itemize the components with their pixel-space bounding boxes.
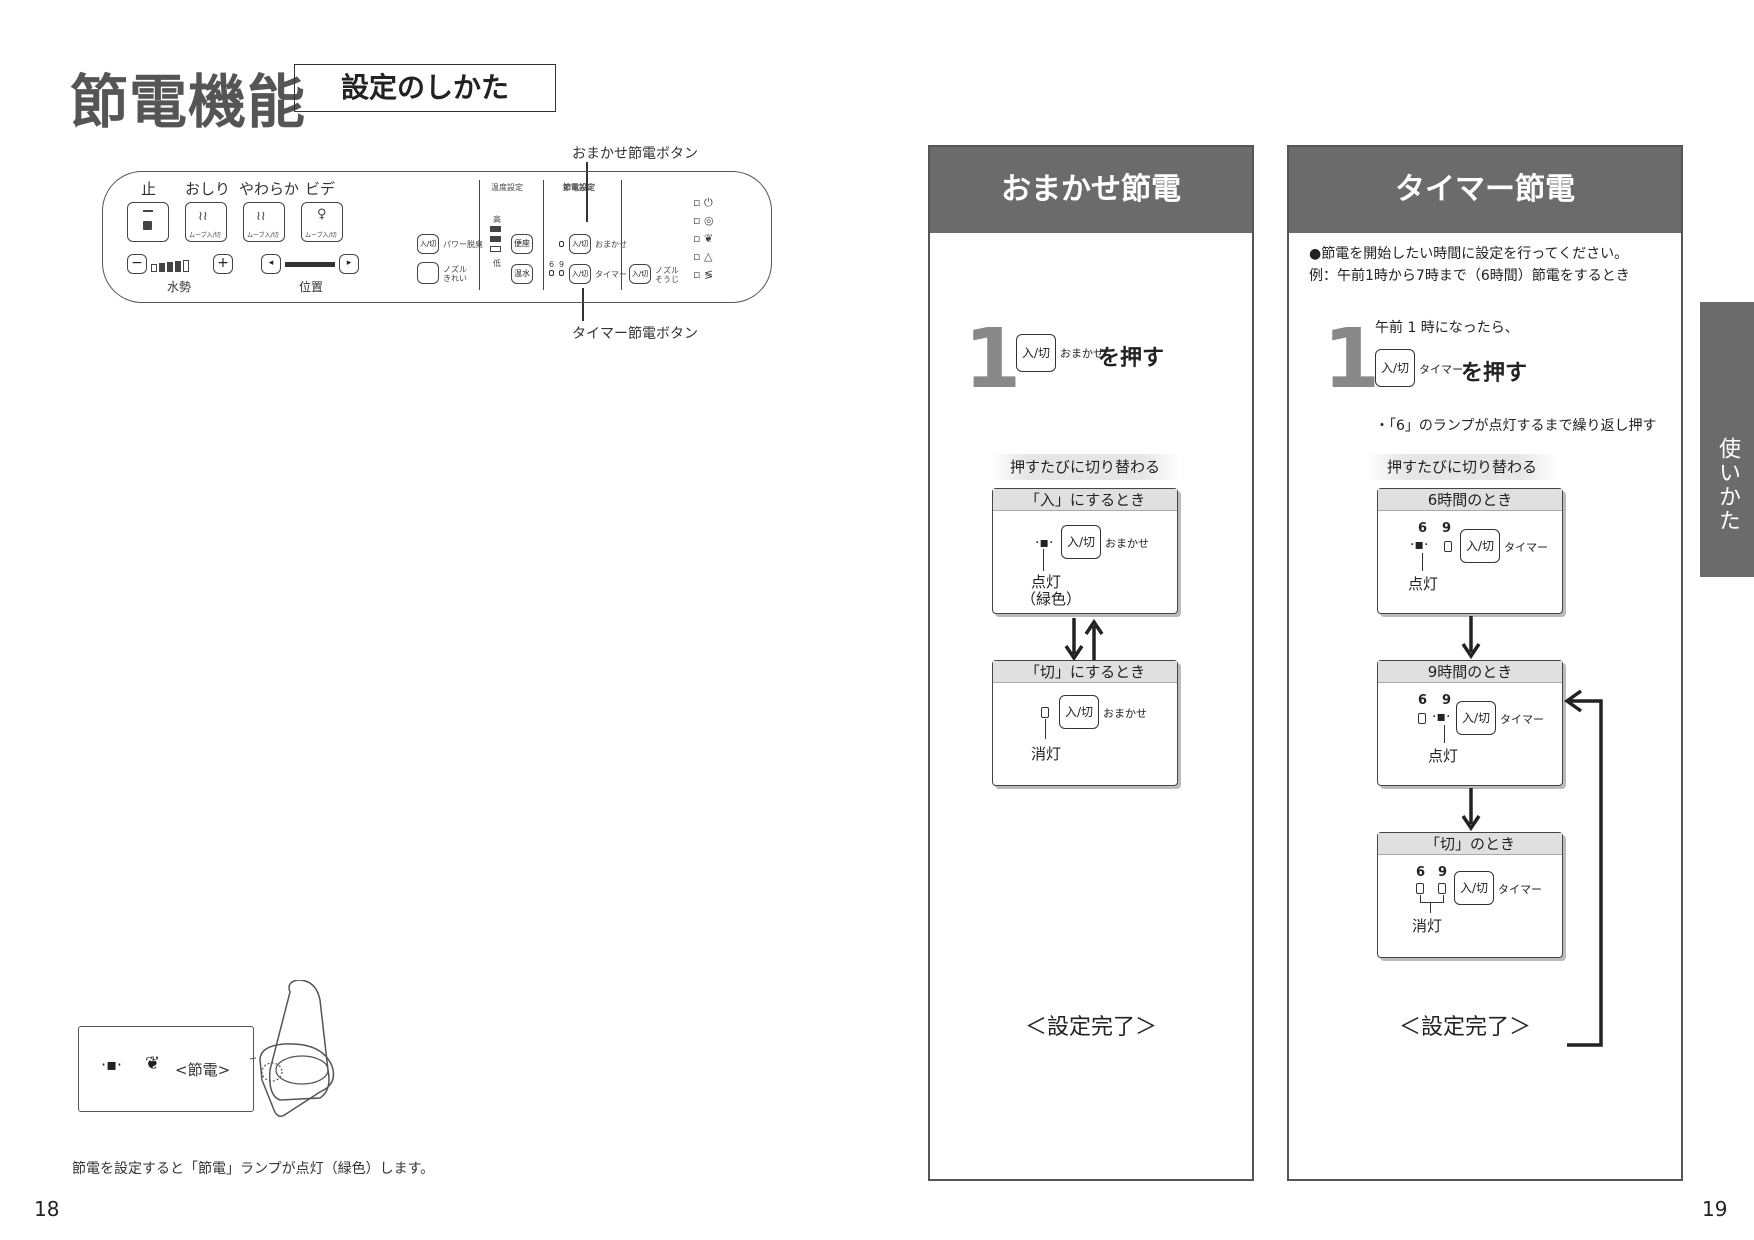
nozzle-clean-button[interactable] bbox=[417, 262, 439, 284]
drop-icon: ▫ △ bbox=[693, 250, 713, 263]
leaf-icon: ❦ bbox=[145, 1053, 161, 1074]
lamp-label: <節電> bbox=[175, 1061, 231, 1079]
down-arrow bbox=[1461, 788, 1481, 832]
soft-wash-icon: ≀≀ bbox=[256, 209, 266, 224]
lit-lamp-icon: ·▪· bbox=[101, 1055, 123, 1074]
off-state-box: 「切」にするとき 入/切 おまかせ 消灯 bbox=[992, 660, 1178, 786]
unlit-lamp bbox=[1416, 883, 1424, 894]
lamp-inset-box: ·▪· ❦ <節電> bbox=[78, 1026, 254, 1112]
unlit-lamp bbox=[1444, 541, 1452, 552]
nine-hour-state-box: 9時間のとき 6 9 ·▪· 入/切 タイマー 点灯 bbox=[1377, 660, 1563, 786]
water-label: 水勢 bbox=[167, 280, 192, 294]
stop-label: 止 bbox=[141, 180, 157, 198]
water-level-indicator bbox=[151, 260, 189, 272]
unlit-lamp bbox=[1438, 883, 1446, 894]
omakase-header: おまかせ節電 bbox=[930, 147, 1252, 233]
timer-header: タイマー節電 bbox=[1289, 147, 1681, 233]
timer-callout-line bbox=[582, 288, 584, 321]
rear-wash-button[interactable]: ≀≀ ムーブ入/切 bbox=[185, 202, 227, 242]
bidet-button[interactable]: ♀ ムーブ入/切 bbox=[301, 202, 343, 242]
water-temp-button[interactable]: 温水 bbox=[511, 264, 533, 284]
omakase-callout: おまかせ節電ボタン bbox=[572, 146, 698, 162]
unlit-lamp bbox=[1418, 713, 1426, 724]
power-deodorize-label: パワー脱臭 bbox=[443, 240, 483, 249]
soft-wash-label: やわらか bbox=[239, 180, 300, 198]
six-hour-state-box: 6時間のとき 6 9 ·▪· 入/切 タイマー 点灯 bbox=[1377, 488, 1563, 614]
water-plus-button[interactable]: + bbox=[213, 254, 233, 274]
omakase-button[interactable]: 入/切 bbox=[569, 234, 591, 254]
timer-key[interactable]: 入/切 bbox=[1456, 701, 1496, 735]
lit-lamp-icon: ·▪· bbox=[1432, 709, 1451, 725]
timer-key[interactable]: 入/切 bbox=[1454, 871, 1494, 905]
step-number: 1 bbox=[964, 312, 1022, 407]
water-minus-button[interactable]: − bbox=[127, 254, 147, 274]
loop-back-arrow bbox=[1563, 689, 1603, 1047]
lit-lamp-icon: ·▪· bbox=[1410, 537, 1429, 553]
position-back-button[interactable]: ◂ bbox=[261, 254, 281, 274]
toggle-tag: 押すたびに切り替わる bbox=[1367, 454, 1557, 480]
nozzle-clean-label: ノズル きれい bbox=[443, 265, 467, 283]
power-deodorize-button[interactable]: 入/切 bbox=[417, 234, 439, 254]
intro-line-1: ●節電を開始したい時間に設定を行ってください。 bbox=[1309, 246, 1629, 262]
off-state-box: 「切」のとき 6 9 入/切 タイマー 消灯 bbox=[1377, 832, 1563, 958]
power-save-setting-label: 節電設定 bbox=[563, 183, 595, 192]
divider bbox=[479, 180, 480, 290]
complete-label: ＜設定完了＞ bbox=[1398, 1015, 1531, 1040]
toggle-tag: 押すたびに切り替わる bbox=[990, 454, 1180, 480]
divider bbox=[621, 180, 622, 290]
complete-label: ＜設定完了＞ bbox=[1024, 1015, 1157, 1040]
page-number-right: 19 bbox=[1702, 1197, 1728, 1221]
omakase-key[interactable]: 入/切 bbox=[1061, 525, 1101, 559]
wash-icon: ≀≀ bbox=[198, 209, 208, 224]
timer-key[interactable]: 入/切 bbox=[1375, 349, 1415, 387]
position-forward-button[interactable]: ▸ bbox=[339, 254, 359, 274]
page-number-left: 18 bbox=[34, 1197, 60, 1221]
divider bbox=[543, 180, 544, 290]
page-title: 節電機能 bbox=[70, 68, 307, 136]
power-icon: ▫ ⏻ bbox=[693, 196, 713, 209]
toilet-illustration bbox=[250, 980, 335, 1117]
timer-column: タイマー節電 ●節電を開始したい時間に設定を行ってください。 例：午前1時から7… bbox=[1287, 145, 1683, 1181]
intro-line-2: 例：午前1時から7時まで（6時間）節電をするとき bbox=[1309, 268, 1630, 284]
timer-callout: タイマー節電ボタン bbox=[572, 326, 698, 342]
position-label: 位置 bbox=[299, 280, 324, 294]
stop-button[interactable] bbox=[127, 202, 169, 242]
footnote: 節電を設定すると「節電」ランプが点灯（緑色）します。 bbox=[72, 1161, 435, 1177]
soft-wash-button[interactable]: ≀≀ ムーブ入/切 bbox=[243, 202, 285, 242]
nozzle-souji-button[interactable]: 入/切 bbox=[629, 264, 651, 284]
nozzle-souji-label: ノズル そうじ bbox=[655, 266, 679, 284]
omakase-callout-line bbox=[586, 162, 588, 222]
on-state-box: 「入」にするとき ·▪· 入/切 おまかせ 点灯 （緑色） bbox=[992, 488, 1178, 614]
step-number: 1 bbox=[1323, 312, 1381, 407]
lit-lamp-icon: ·▪· bbox=[1035, 535, 1054, 551]
rear-wash-label: おしり bbox=[185, 180, 231, 198]
temp-setting-label: 温度設定 bbox=[491, 183, 523, 192]
down-arrow bbox=[1461, 616, 1481, 660]
omakase-column: おまかせ節電 1 入/切 おまかせ を押す 押すたびに切り替わる 「入」にすると… bbox=[928, 145, 1254, 1181]
repeat-note: ・「6」のランプが点灯するまで繰り返し押す bbox=[1375, 418, 1657, 434]
pre-note: 午前 1 時になったら、 bbox=[1375, 320, 1519, 336]
side-tab-usage[interactable]: 使いかた bbox=[1700, 302, 1754, 577]
instruction: を押す bbox=[1098, 346, 1165, 371]
nozzle-icon: ▫ ≶ bbox=[693, 268, 714, 281]
bidet-icon: ♀ bbox=[317, 207, 327, 222]
position-bar bbox=[285, 262, 335, 267]
timer-key[interactable]: 入/切 bbox=[1460, 529, 1500, 563]
remote-control-panel: 止 おしり やわらか ビデ ≀≀ ムーブ入/切 ≀≀ ムーブ入/切 ♀ ムーブ入… bbox=[102, 171, 772, 303]
seat-temp-button[interactable]: 便座 bbox=[511, 234, 533, 254]
omakase-key[interactable]: 入/切 bbox=[1059, 695, 1099, 729]
leaf-icon: ▫ ❦ bbox=[693, 232, 714, 245]
page-subtitle: 設定のしかた bbox=[294, 64, 556, 112]
unlit-lamp bbox=[1041, 707, 1049, 718]
bidet-label: ビデ bbox=[305, 180, 336, 198]
indicator-icons: ▫ ⏻ ▫ ◎ ▫ ❦ ▫ △ ▫ ≶ bbox=[693, 194, 714, 284]
timer-button[interactable]: 入/切 bbox=[569, 264, 591, 284]
omakase-key[interactable]: 入/切 bbox=[1016, 334, 1056, 372]
instruction: を押す bbox=[1461, 361, 1528, 386]
deodorize-icon: ▫ ◎ bbox=[693, 214, 714, 227]
toggle-arrows bbox=[1064, 618, 1104, 662]
